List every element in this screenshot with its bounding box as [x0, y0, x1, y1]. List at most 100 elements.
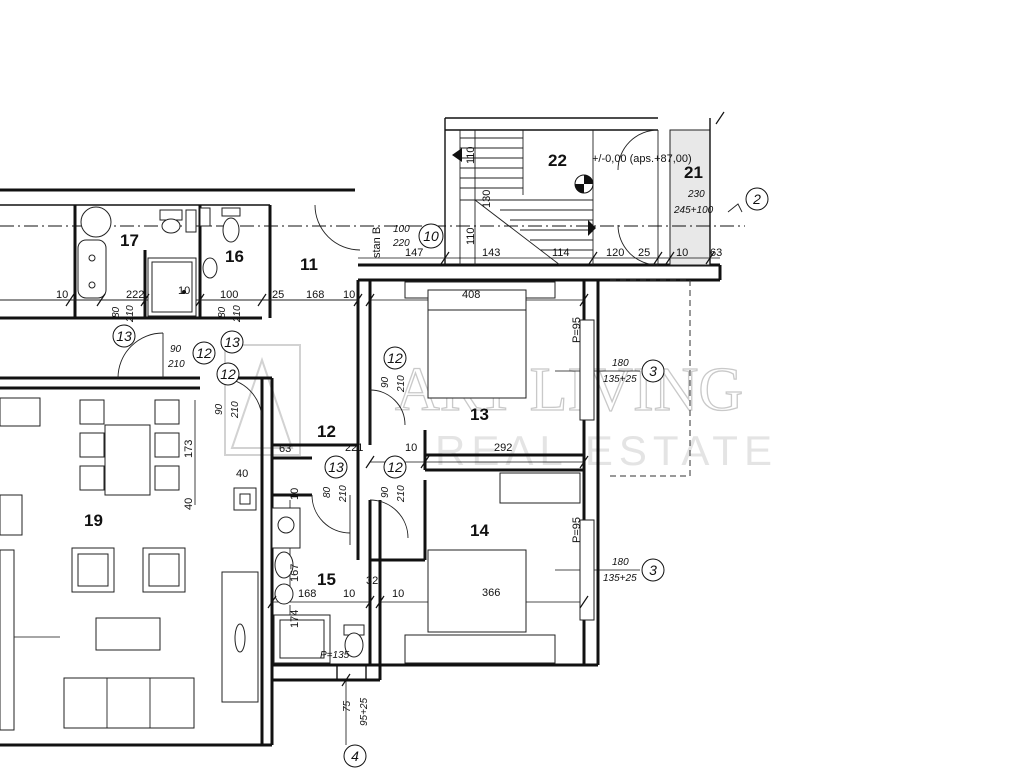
dimension-label: 230	[687, 189, 705, 200]
entrance	[574, 118, 743, 266]
room-19-label: 19	[84, 511, 103, 530]
dimension-label: 220	[392, 238, 410, 249]
room-16-label: 16	[225, 247, 244, 266]
dimension-label: 10	[392, 588, 404, 600]
dimension-label: 180	[612, 557, 629, 568]
dimension-label: 80	[111, 306, 122, 318]
dining-table	[104, 424, 151, 496]
chair	[79, 399, 105, 425]
dimension-label: P=95	[571, 517, 583, 543]
dimension-label: 90	[170, 344, 182, 355]
dimension-label: 168	[306, 289, 324, 301]
tag-12b-text: 12	[220, 366, 236, 382]
dimension-label: 110	[465, 146, 477, 164]
staircase	[452, 130, 596, 266]
dimension-label: 10	[56, 289, 68, 301]
sink-15-icon	[274, 583, 294, 605]
tag-10	[418, 223, 444, 249]
stair-arrow-icon	[452, 148, 462, 162]
dimension-ticks	[65, 111, 725, 687]
dimension-label: 408	[462, 289, 480, 301]
dimension-label: 210	[167, 359, 185, 370]
tag-3b-text: 3	[649, 562, 657, 578]
dimension-label: 40	[183, 498, 195, 510]
dimension-label: 10	[289, 488, 301, 500]
arrow-icon	[727, 203, 743, 213]
dimension-label: 210	[338, 485, 349, 503]
walls	[0, 117, 722, 747]
tag-2	[745, 187, 769, 211]
tag-12c-text: 12	[387, 350, 403, 366]
terrace-outline	[610, 279, 691, 477]
bidet-icon	[274, 551, 294, 579]
dimension-label: 180	[612, 358, 629, 369]
toilet-16-icon	[221, 207, 241, 217]
dimension-label: 174	[289, 610, 301, 628]
dimension-label: 245+100	[673, 205, 714, 216]
room-14-label: 14	[470, 521, 489, 540]
dimension-label: P=135	[320, 650, 350, 661]
dimension-label: 210	[125, 305, 136, 323]
dimension-label: 114	[552, 247, 570, 259]
dimension-label: 80	[322, 486, 333, 498]
tag-12d	[383, 455, 407, 479]
dimension-label: 10	[343, 289, 355, 301]
stair-label: stan B	[371, 227, 383, 258]
dimension-label: 10	[178, 285, 190, 297]
room-21-label: 21	[684, 163, 703, 182]
dimension-label: 10	[676, 247, 688, 259]
kitchen-counter	[0, 397, 41, 427]
sofa	[63, 677, 195, 729]
dimension-label: 100	[393, 224, 410, 235]
window-14	[579, 519, 595, 621]
dimension-label: 135+25	[603, 374, 637, 385]
dimension-label: 366	[482, 587, 500, 599]
sink-icon	[80, 206, 112, 238]
dimension-label: 90	[214, 403, 225, 415]
tag-3a	[641, 359, 665, 383]
dimension-label: 63	[710, 247, 722, 259]
dimension-label: 110	[465, 227, 477, 245]
tag-4-text: 4	[351, 748, 359, 764]
bed-14	[427, 549, 527, 633]
furniture	[0, 206, 595, 731]
stair-arrow-icon-2	[588, 220, 596, 236]
tag-3a-text: 3	[649, 363, 657, 379]
doors	[117, 204, 409, 545]
tag-12d-text: 12	[387, 459, 403, 475]
dimension-label: 210	[396, 375, 407, 393]
washbasin-16-icon	[202, 257, 218, 279]
dimension-label: 222	[126, 289, 144, 301]
tag-13a-text: 13	[116, 328, 132, 344]
chair	[79, 432, 105, 458]
dimension-label: 25	[272, 289, 284, 301]
tag-12c	[383, 346, 407, 370]
chair	[154, 432, 180, 458]
chair	[154, 465, 180, 491]
dimension-label: 120	[606, 247, 624, 259]
tag-2-text: 2	[752, 191, 761, 207]
dimension-labels: 10 222 10 100 25 168 10 408 P=95 180 135…	[56, 146, 722, 726]
room-17-label: 17	[120, 231, 139, 250]
tag-13c	[324, 455, 348, 479]
dimension-label: 292	[494, 442, 512, 454]
chair	[79, 465, 105, 491]
dimension-label: 80	[217, 306, 228, 318]
tag-12a	[192, 341, 216, 365]
dimension-label: 90	[380, 376, 391, 388]
dimension-label: 210	[396, 485, 407, 503]
tag-10-text: 10	[423, 228, 439, 244]
dimension-label: 210	[232, 305, 243, 323]
room-15-label: 15	[317, 570, 336, 589]
tags: 2 3 3 4 10 12 12 12 12 13 13 13	[112, 187, 769, 768]
nightstands-14	[404, 634, 556, 664]
dimension-label: 210	[230, 401, 241, 419]
room-13-label: 13	[470, 405, 489, 424]
dimension-label: 147	[405, 247, 423, 259]
room-12-label: 12	[317, 422, 336, 441]
dimension-label: 63	[279, 443, 291, 455]
dimension-label: 75	[342, 700, 353, 712]
room-11-label: 11	[300, 255, 318, 274]
dimension-label: 10	[343, 588, 355, 600]
